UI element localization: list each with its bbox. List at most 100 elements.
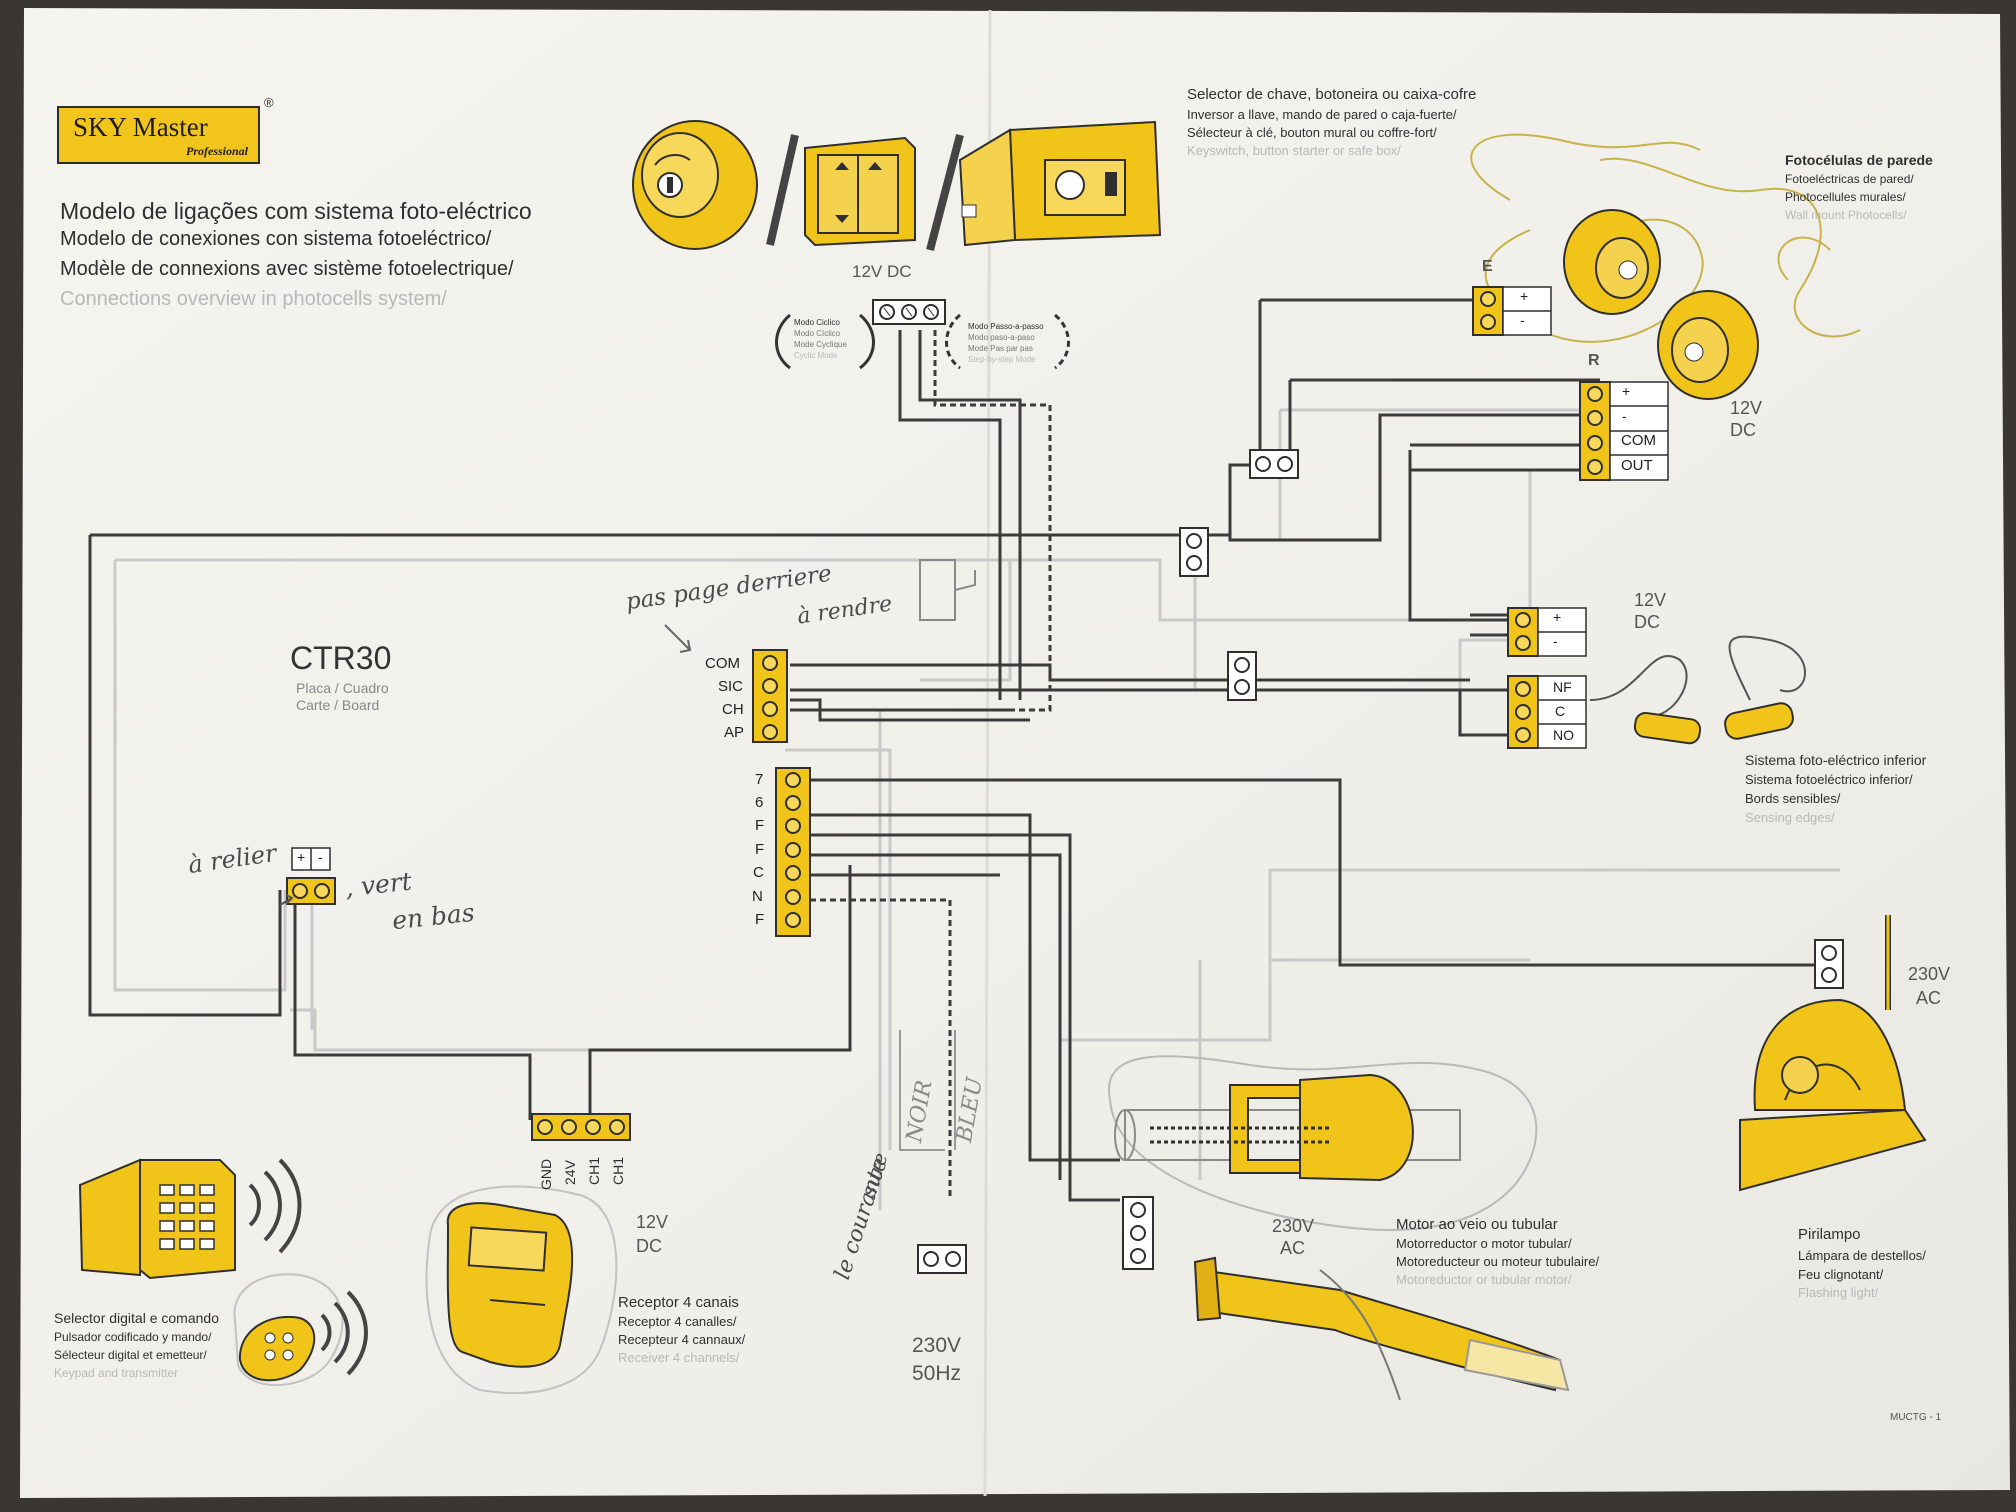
dashed-wires <box>790 330 1052 1200</box>
mode-step-es: Modo paso-a-paso <box>968 333 1035 342</box>
document-code: MUCTG - 1 <box>1890 1412 1942 1423</box>
mode-cyclic-fr: Mode Cyclique <box>794 340 847 349</box>
photocells-voltage-b: DC <box>1730 420 1756 440</box>
board-terminal-f2: F <box>755 841 765 858</box>
terminal-block-mains <box>917 1244 967 1274</box>
keypad-label-fr: Sélecteur digital et emetteur/ <box>54 1348 207 1362</box>
handwritten-bracket-box <box>899 1030 956 1151</box>
mode-cyclic-es: Modo Cíclico <box>794 329 841 338</box>
photocell-e-term-minus: - <box>1520 312 1525 328</box>
lower-photo-term-no: NO <box>1553 727 1574 743</box>
receiver-label-pt: Receptor 4 canais <box>618 1294 739 1311</box>
receiver-term-gnd: GND <box>538 1158 554 1190</box>
selector-label-fr: Sélecteur à clé, bouton mural ou coffre-… <box>1187 125 1437 140</box>
photocell-r-term-com: COM <box>1621 432 1656 449</box>
board-sub2: Carte / Board <box>296 697 380 713</box>
mains-frequency: 50Hz <box>912 1362 962 1385</box>
motor-label-fr: Motoreducteur ou moteur tubulaire/ <box>1396 1254 1600 1269</box>
brand-tagline: Professional <box>185 144 248 158</box>
receiver-term-24v: 24V <box>562 1160 578 1185</box>
separator-slash-1 <box>766 134 799 246</box>
remote-control-illustration <box>238 1290 368 1382</box>
motor-label-en: Motoreductor or tubular motor/ <box>1396 1272 1572 1287</box>
remote-highlight-bubble <box>233 1273 344 1386</box>
board-terminal-f3: F <box>755 911 765 928</box>
motor-shaft-illustration <box>1193 1256 1570 1401</box>
photocell-r-term-plus: + <box>1622 383 1631 399</box>
receiver-term-ch1b: CH1 <box>610 1156 626 1185</box>
lower-photo-term-c: C <box>1555 703 1566 719</box>
terminal-block-lower-power <box>1507 607 1587 657</box>
board-terminal-ap: AP <box>724 724 745 741</box>
receiver-illustration <box>446 1202 574 1368</box>
selector-label-es: Inversor a llave, mando de pared o caja-… <box>1187 107 1457 122</box>
selector-label-pt: Selector de chave, botoneira ou caixa-co… <box>1187 86 1477 103</box>
mode-bracket-right <box>945 313 1070 370</box>
board-terminal-ch: CH <box>722 701 744 718</box>
lamp-label-fr: Feu clignotant/ <box>1798 1267 1884 1282</box>
title-en: Connections overview in photocells syste… <box>60 288 447 310</box>
paper-fold <box>983 9 992 1497</box>
wall-button-illustration <box>804 136 916 247</box>
receiver-highlight-bubble <box>425 1185 618 1394</box>
keypad-label-pt: Selector digital e comando <box>54 1310 219 1326</box>
board-terminal-sic: SIC <box>718 678 744 695</box>
board-terminal-com: COM <box>705 655 740 672</box>
motor-label-pt: Motor ao veio ou tubular <box>1396 1216 1558 1233</box>
board-terminal-c: C <box>753 864 764 881</box>
keypad-label-es: Pulsador codificado y mando/ <box>54 1330 212 1344</box>
terminal-block-photocell-e <box>1472 286 1552 336</box>
brand-logo: SKY Master Professional <box>57 106 260 164</box>
sensing-edge-illustration <box>1589 635 1806 745</box>
receiver-voltage-b: DC <box>636 1236 662 1256</box>
selector-voltage: 12V DC <box>852 262 912 281</box>
board-terminal-6: 6 <box>755 794 764 811</box>
lower-photo-label-en: Sensing edges/ <box>1745 810 1835 825</box>
brand-name: SKY Master <box>73 112 208 142</box>
separator-slash-2 <box>926 133 964 252</box>
lamp-voltage-b: AC <box>1916 988 1942 1008</box>
terminal-block-photocell-r <box>1579 381 1669 481</box>
mode-cyclic-pt: Modo Ciclico <box>794 318 840 327</box>
photocell-e-label: E <box>1482 258 1493 275</box>
lower-photo-voltage-b: DC <box>1634 612 1660 632</box>
handwritten-sketch <box>919 559 976 621</box>
receiver-label-fr: Recepteur 4 cannaux/ <box>618 1332 746 1347</box>
photocell-e-term-plus: + <box>1520 288 1529 304</box>
lower-photo-term-minus: - <box>1553 633 1558 649</box>
photocells-label-es: Fotoeléctricas de pared/ <box>1785 172 1914 186</box>
selector-label-en: Keyswitch, button starter or safe box/ <box>1187 143 1401 158</box>
keypad-label-en: Keypad and transmitter <box>54 1366 179 1380</box>
receiver-label-en: Receiver 4 channels/ <box>618 1350 740 1365</box>
photocells-voltage-a: 12V <box>1730 398 1763 418</box>
mode-step-pt: Modo Passo-a-passo <box>968 322 1044 331</box>
photocells-label-pt: Fotocélulas de parede <box>1785 152 1933 168</box>
terminal-block-motor <box>1122 1196 1154 1270</box>
photocell-r-label: R <box>1588 352 1600 369</box>
motor-voltage-b: AC <box>1280 1238 1306 1258</box>
mode-step-fr: Mode Pas par pas <box>968 344 1033 353</box>
junction-block-1 <box>1249 449 1299 479</box>
terminal-block-board-bottom <box>775 767 811 937</box>
registered-mark: ® <box>264 95 274 110</box>
mode-bracket-left <box>775 313 875 370</box>
motor-label-es: Motorreductor o motor tubular/ <box>1396 1236 1572 1251</box>
receiver-label-es: Receptor 4 canalles/ <box>618 1314 737 1329</box>
wall-photocells-illustration <box>1470 133 1861 400</box>
board-terminal-f1: F <box>755 817 765 834</box>
lower-photo-label-fr: Bords sensibles/ <box>1745 791 1841 806</box>
lamp-label-en: Flashing light/ <box>1798 1285 1879 1300</box>
terminal-block-lower-contact <box>1507 675 1587 749</box>
motor-highlight-bubble <box>1107 1055 1538 1231</box>
lower-photo-term-plus: + <box>1553 609 1562 625</box>
handwritten-arrow-2 <box>279 894 294 906</box>
terminal-block-selector <box>872 299 946 325</box>
board-sub1: Placa / Cuadro <box>296 680 389 696</box>
photocell-r-term-out: OUT <box>1621 457 1653 474</box>
tubular-motor-illustration <box>1114 1073 1461 1182</box>
keypad-illustration <box>78 1158 302 1280</box>
aux-power-term-minus: - <box>318 849 323 865</box>
junction-block-2 <box>1179 527 1209 577</box>
terminal-block-lamp <box>1814 939 1844 989</box>
